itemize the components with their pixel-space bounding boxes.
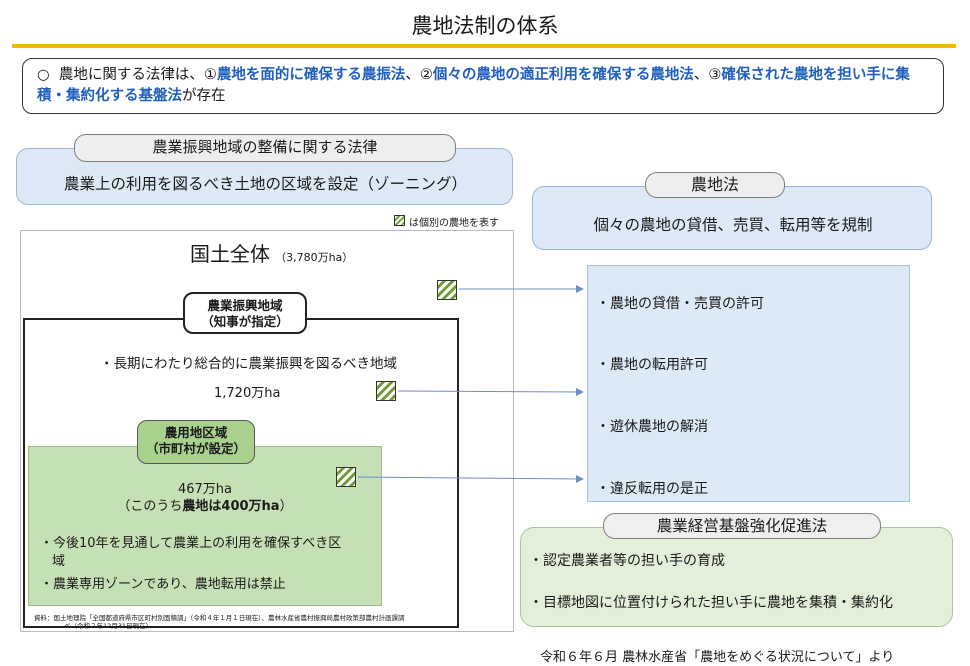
source-note-line1: 資料：国土地理院「全国都道府県市区町村別面積調」（令和４年１月１日現在）、農林水…	[34, 614, 405, 622]
farmland-zone-frame	[28, 446, 382, 606]
intro-text-4: が存在	[182, 88, 226, 104]
nochi-law-desc: 個々の農地の貸借、売買、転用等を規制	[593, 216, 873, 234]
farmland-zone-subarea: （このうち農地は400万ha）	[28, 495, 382, 514]
intro-bullet: ○	[37, 67, 50, 83]
farmland-zone-subarea-pre: （このうち	[117, 499, 183, 514]
farmland-zone-bullet-1-line2: 域	[52, 554, 66, 569]
national-land-area: （3,780万ha）	[275, 251, 354, 264]
farmland-zone-bullet-1-line1: ・今後10年を見通して農業上の利用を確保すべき区	[40, 536, 342, 551]
legend-text: は個別の農地を表す	[409, 218, 499, 229]
noushin-law-label: 農業振興地域の整備に関する法律	[74, 134, 456, 162]
kiban-item-consolidation: ・目標地図に位置付けられた担い手に農地を集積・集約化	[529, 595, 893, 611]
farmland-hatch-icon-promotion	[376, 381, 396, 401]
intro-text-2: 、②	[405, 67, 433, 83]
promotion-area-tag-line2: （知事が指定）	[201, 314, 289, 329]
farmland-zone-bullet-2: ・農業専用ゾーンであり、農地転用は禁止	[40, 577, 286, 592]
nochi-law-panel: ・農地の貸借・売買の許可 ・農地の転用許可 ・遊休農地の解消 ・違反転用の是正	[587, 265, 910, 502]
kiban-law-label: 農業経営基盤強化促進法	[603, 513, 881, 539]
nochi-law-label: 農地法	[645, 172, 785, 198]
promotion-area-desc: ・長期にわたり総合的に農業振興を図るべき地域	[100, 356, 397, 372]
source-note-line2: べ（令和２年12月31日現在）	[64, 622, 153, 630]
nochi-item-violation: ・違反転用の是正	[596, 481, 708, 497]
nochi-item-idle-land: ・遊休農地の解消	[596, 419, 708, 435]
promotion-area-tag-line1: 農業振興地域	[207, 298, 283, 313]
promotion-area-area: 1,720万ha	[214, 386, 281, 401]
hatched-farmland-legend-icon	[394, 215, 405, 226]
arrow-zone-to-violation	[357, 474, 584, 483]
source-note: 資料：国土地理院「全国都道府県市区町村別面積調」（令和４年１月１日現在）、農林水…	[34, 614, 405, 630]
farmland-zone-subarea-bold: 農地は400万ha	[182, 499, 280, 514]
national-land-title: 国土全体	[190, 242, 270, 266]
intro-box: ○ 農地に関する法律は、①農地を面的に確保する農振法、②個々の農地の適正利用を確…	[22, 58, 944, 114]
kiban-law-box: ・認定農業者等の担い手の育成 ・目標地図に位置付けられた担い手に農地を集積・集約…	[520, 527, 953, 627]
farmland-zone-tag: 農用地区域 （市町村が設定）	[137, 420, 255, 464]
page-title: 農地法制の体系	[411, 14, 559, 38]
noushin-law-desc: 農業上の利用を図るべき土地の区域を設定（ゾーニング）	[63, 175, 467, 193]
farmland-zone-tag-line2: （市町村が設定）	[145, 441, 246, 456]
intro-highlight-kiban: 確保された農地を担い手に集積・集約化する基盤法	[37, 67, 910, 104]
intro-highlight-nochi: 個々の農地の適正利用を確保する農地法	[432, 67, 694, 83]
title-underline	[12, 44, 956, 48]
farmland-hatch-icon-zone	[336, 467, 356, 487]
nochi-item-conversion: ・農地の転用許可	[596, 357, 708, 373]
national-land-heading: 国土全体 （3,780万ha）	[190, 238, 353, 267]
intro-text-3: 、③	[693, 67, 722, 83]
farmland-zone-subarea-post: ）	[279, 499, 293, 514]
promotion-area-tag: 農業振興地域 （知事が指定）	[183, 292, 307, 334]
nochi-law-box: 個々の農地の貸借、売買、転用等を規制	[532, 186, 932, 250]
farmland-zone-area: 467万ha	[177, 482, 233, 497]
intro-text-1: 農地に関する法律は、①	[58, 67, 217, 83]
nochi-item-lease: ・農地の貸借・売買の許可	[596, 296, 764, 312]
legend: は個別の農地を表す	[394, 214, 510, 229]
farmland-zone-tag-line1: 農用地区域	[164, 425, 228, 440]
arrow-promotion-to-conversion	[397, 387, 584, 396]
kiban-item-ninaite: ・認定農業者等の担い手の育成	[529, 553, 725, 569]
footer-source: 令和６年６月 農林水産省「農地をめぐる状況について」より	[540, 650, 895, 665]
farmland-hatch-icon-national	[437, 280, 457, 300]
intro-highlight-noushin: 農地を面的に確保する農振法	[216, 67, 406, 83]
